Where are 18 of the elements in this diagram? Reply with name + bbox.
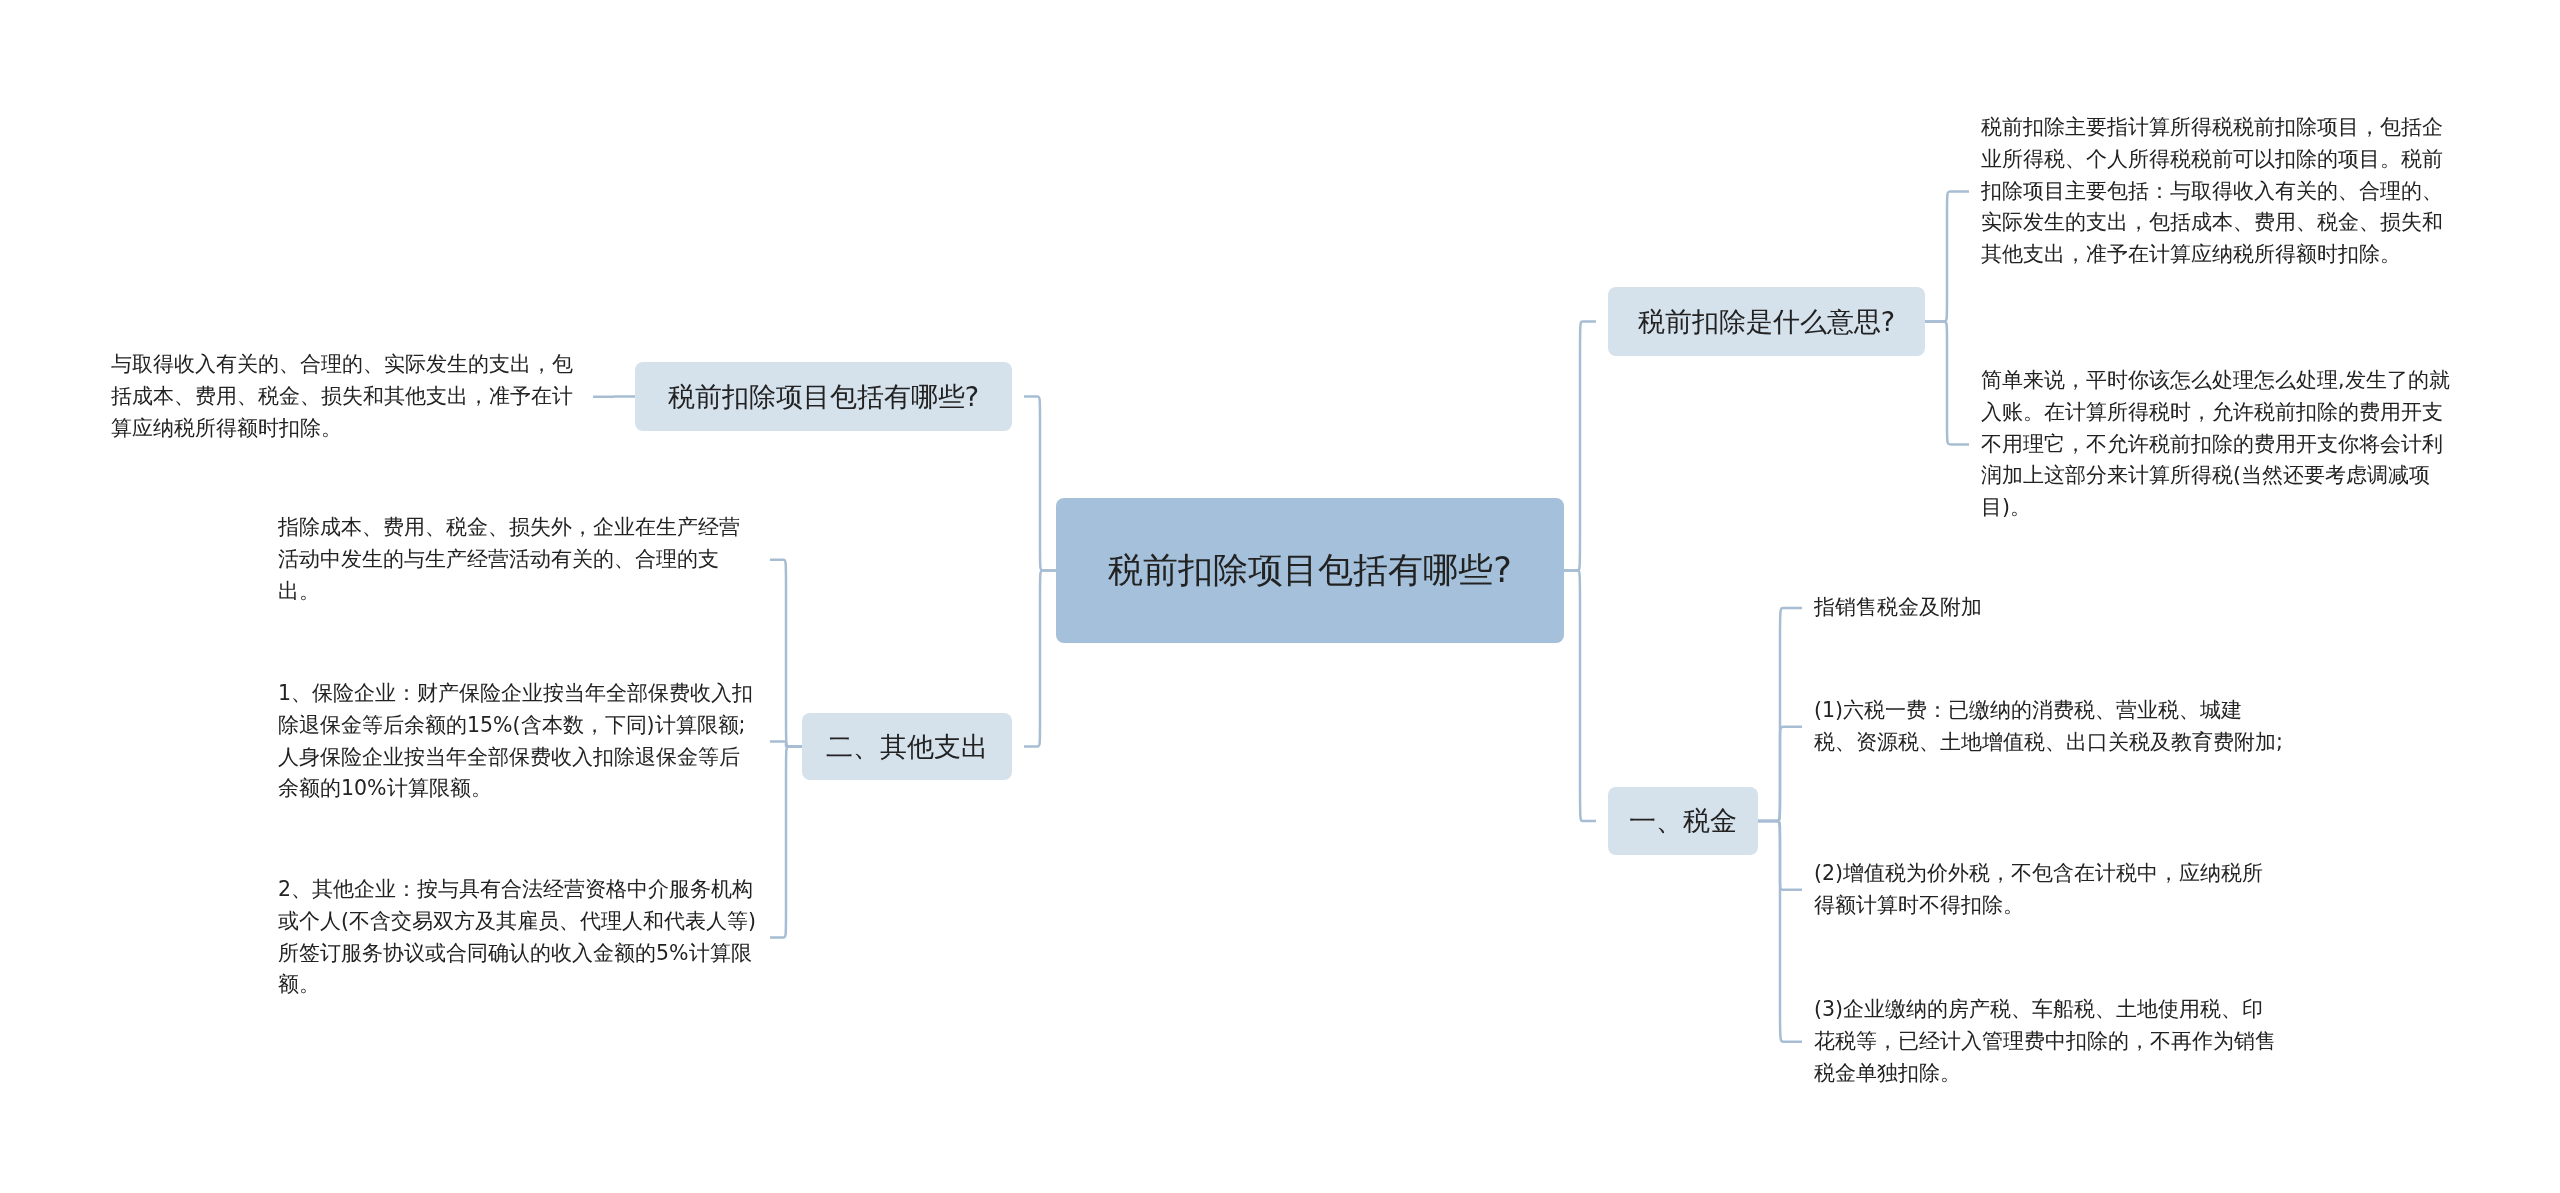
note-text: 税前扣除主要指计算所得税税前扣除项目，包括企业所得税、个人所得税税前可以扣除的项目。税前扣除项目主要包括：与取得收入有关的、合理的、实际发生的支出，包括成本、费用、税金、损失和其他支出，准予在计算应纳税所得额时扣除。 (1981, 112, 2461, 271)
central-topic: 税前扣除项目包括有哪些? (1056, 498, 1564, 643)
branch-topic: 税前扣除是什么意思? (1608, 287, 1925, 356)
note-text: 2、其他企业：按与具有合法经营资格中介服务机构或个人(不含交易双方及其雇员、代理人和代表人等)所签订服务协议或合同确认的收入金额的5%计算限额。 (278, 874, 758, 1002)
note-text: 简单来说，平时你该怎么处理怎么处理,发生了的就入账。在计算所得税时，允许税前扣除的费用开支不用理它，不允许税前扣除的费用开支你将会计利润加上这部分来计算所得税(当然还要考虑调减项目)。 (1981, 365, 2461, 524)
note-text: 指销售税金及附加 (1814, 592, 2284, 624)
connector-line (1024, 569, 1056, 748)
branch-topic: 一、税金 (1608, 787, 1758, 855)
branch-topic: 税前扣除项目包括有哪些? (635, 362, 1012, 431)
connector-line (1564, 569, 1596, 823)
note-text: 指除成本、费用、税金、损失外，企业在生产经营活动中发生的与生产经营活动有关的、合理的支出。 (278, 512, 758, 608)
note-text: (1)六税一费：已缴纳的消费税、营业税、城建税、资源税、土地增值税、出口关税及教育费附加; (1814, 695, 2284, 759)
branch-topic: 二、其他支出 (802, 713, 1012, 780)
connector-line (593, 395, 635, 398)
note-text: 与取得收入有关的、合理的、实际发生的支出，包括成本、费用、税金、损失和其他支出，准予在计算应纳税所得额时扣除。 (111, 349, 581, 445)
note-text: 1、保险企业：财产保险企业按当年全部保费收入扣除退保金等后余额的15%(含本数，下同)计算限额;人身保险企业按当年全部保费收入扣除退保金等后余额的10%计算限额。 (278, 678, 758, 806)
note-text: (2)增值税为价外税，不包含在计税中，应纳税所得额计算时不得扣除。 (1814, 858, 2284, 922)
note-text: (3)企业缴纳的房产税、车船税、土地使用税、印花税等，已经计入管理费中扣除的，不再作为销售税金单独扣除。 (1814, 994, 2284, 1090)
